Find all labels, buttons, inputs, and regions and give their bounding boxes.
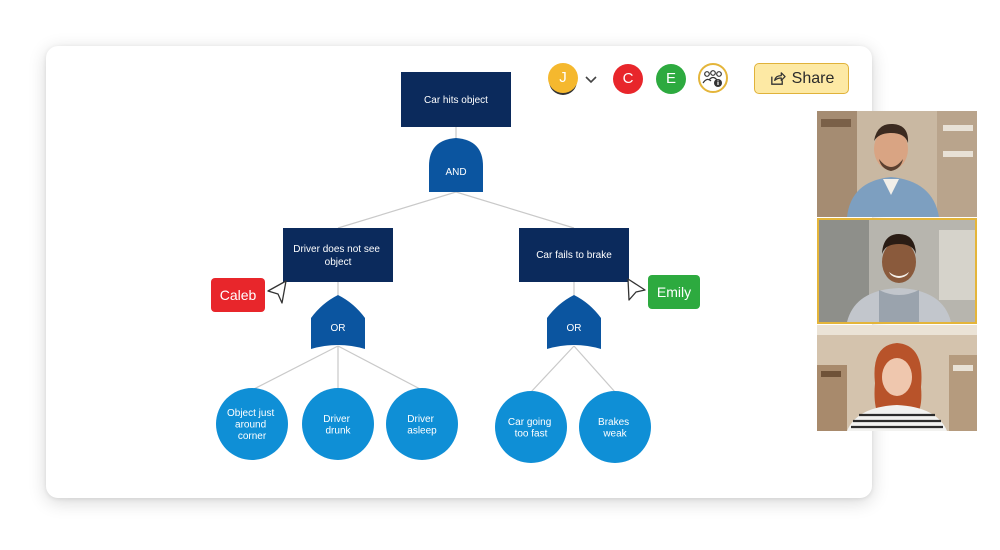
top-event-label: Car hits object (424, 95, 488, 106)
and-gate[interactable]: AND (429, 138, 483, 192)
basic-event-node[interactable]: Brakes weak (579, 391, 651, 463)
top-event-node[interactable]: Car hits object (401, 72, 511, 127)
connector (251, 345, 339, 391)
right-or-gate-label: OR (567, 323, 582, 334)
avatar-e[interactable]: E (656, 64, 686, 94)
basic-event-node[interactable]: Driver asleep (386, 388, 458, 460)
basic-event-label: Object just around corner (227, 408, 277, 442)
basic-event-node[interactable]: Object just around corner (216, 388, 288, 460)
connector (530, 345, 575, 393)
participant-video (817, 325, 977, 431)
cursor-arrow-icon (267, 280, 287, 304)
right-event-node[interactable]: Car fails to brake (519, 228, 629, 282)
participant-video (817, 111, 977, 217)
avatar-c[interactable]: C (613, 64, 643, 94)
avatar-j[interactable]: J (548, 63, 578, 93)
connector (337, 191, 457, 229)
cursor-arrow-icon (627, 278, 646, 301)
connector (337, 345, 423, 391)
collaborators-button[interactable] (698, 63, 728, 93)
connector (455, 191, 575, 229)
video-tile-participant-3[interactable] (817, 325, 977, 431)
basic-event-node[interactable]: Car going too fast (495, 391, 567, 463)
left-or-gate-label: OR (331, 323, 346, 334)
cursor-label-caleb: Caleb (211, 278, 265, 312)
chevron-down-icon[interactable] (584, 72, 598, 86)
and-gate-label: AND (445, 167, 466, 178)
connectors (251, 127, 616, 393)
share-icon (770, 72, 786, 85)
left-event-label: Driver does not see object (293, 244, 383, 268)
basic-event-label: Driver drunk (323, 414, 352, 437)
video-tile-participant-2[interactable] (817, 218, 977, 324)
participant-video (819, 220, 975, 322)
collaborators-icon (702, 70, 722, 87)
left-or-gate[interactable]: OR (311, 295, 365, 349)
video-tile-participant-1[interactable] (817, 111, 977, 217)
basic-event-label: Car going too fast (508, 417, 554, 440)
left-event-node[interactable]: Driver does not see object (283, 228, 393, 282)
basic-event-node[interactable]: Driver drunk (302, 388, 374, 460)
basic-event-label: Brakes weak (598, 417, 632, 440)
share-label: Share (791, 69, 835, 87)
connector (573, 345, 616, 393)
share-button[interactable]: Share (754, 63, 849, 94)
cursor-label-emily: Emily (648, 275, 700, 309)
right-or-gate[interactable]: OR (547, 295, 601, 349)
basic-event-label: Driver asleep (407, 414, 437, 437)
right-event-label: Car fails to brake (536, 250, 612, 261)
